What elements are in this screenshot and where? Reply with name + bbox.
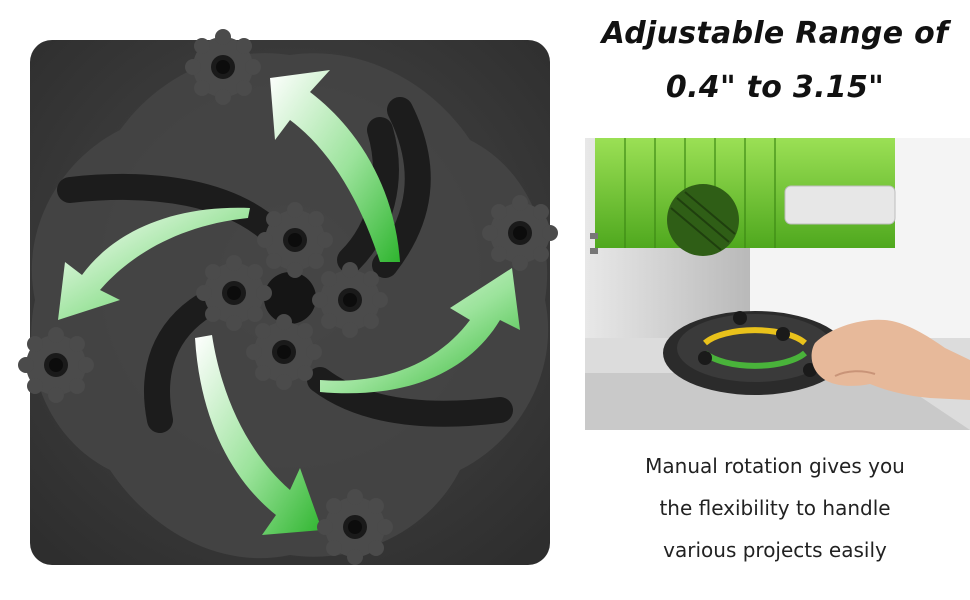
laser-head bbox=[784, 185, 896, 225]
caption-line-2: the flexibility to handle bbox=[659, 496, 891, 520]
rotary-plate-illustration bbox=[18, 29, 558, 565]
hand bbox=[811, 319, 970, 400]
caption-line-1: Manual rotation gives you bbox=[645, 454, 905, 478]
headline-line-2: 0.4" to 3.15" bbox=[665, 70, 885, 105]
curved-arrow-icon bbox=[58, 70, 520, 535]
headline-line-1: Adjustable Range of bbox=[601, 16, 949, 51]
caption-line-3: various projects easily bbox=[663, 538, 887, 562]
rotary-attachment bbox=[663, 311, 847, 395]
center-hub bbox=[264, 272, 316, 324]
product-photo bbox=[585, 138, 970, 430]
